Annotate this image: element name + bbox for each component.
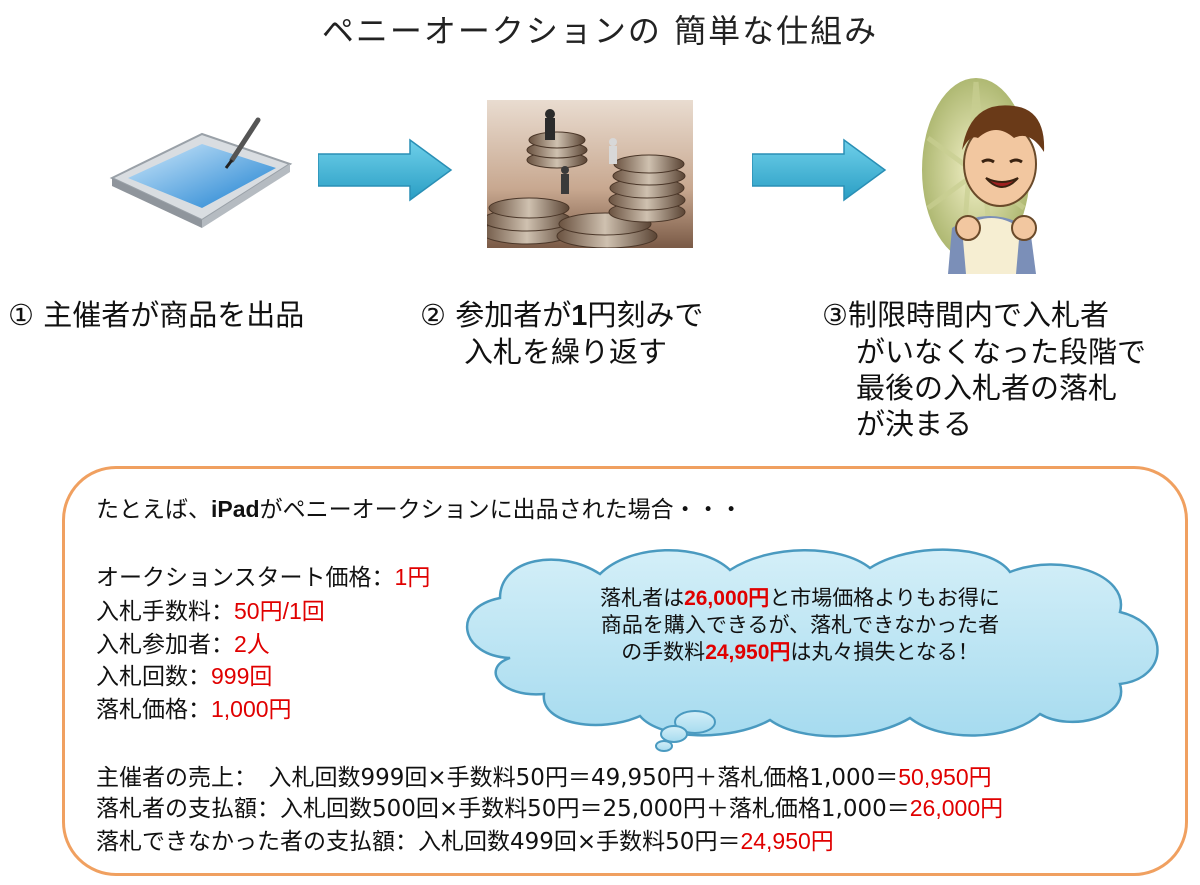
result-organizer-sales: 主催者の売上： 入札回数999回×手数料50円＝49,950円＋落札価格1,00…: [96, 763, 992, 792]
param-value: 999回: [211, 663, 273, 689]
arrow-right-icon-1: [318, 138, 453, 202]
cloud-loser-amount: 24,950円: [705, 641, 791, 664]
coins-photo: [487, 100, 693, 248]
step-3-line2: がいなくなった段階で: [856, 335, 1147, 369]
param-value: 2人: [234, 631, 270, 657]
result-loser-payment: 落札できなかった者の支払額：入札回数499回×手数料50円＝24,950円: [96, 827, 834, 856]
page-title: ペニーオークションの 簡単な仕組み: [321, 12, 879, 50]
step-2-text-b: 円刻みで: [587, 298, 704, 332]
step-1-caption: ① 主催者が商品を出品: [8, 297, 304, 334]
example-intro-a: たとえば、: [96, 497, 211, 523]
thought-cloud-shape: [465, 548, 1159, 752]
cloud-line-3: の手数料24,950円は丸々損失となる！: [520, 639, 1080, 666]
thought-cloud-text: 落札者は26,000円と市場価格よりもお得に 商品を購入できるが、落札できなかっ…: [520, 585, 1080, 666]
step-3-line4: が決まる: [856, 407, 973, 441]
step-2-text-a: 参加者が: [455, 298, 572, 332]
result-value: 50,950円: [898, 764, 992, 790]
result-winner-payment: 落札者の支払額：入札回数500回×手数料50円＝25,000円＋落札価格1,00…: [96, 794, 1003, 823]
step-1-number: ①: [8, 300, 34, 332]
cloud-line-2: 商品を購入できるが、落札できなかった者: [600, 613, 1000, 637]
param-label: 入札参加者：: [96, 632, 234, 658]
param-value: 1円: [394, 564, 431, 590]
tablet-illustration: [109, 117, 293, 228]
result-label: 主催者の売上： 入札回数999回×手数料50円＝49,950円＋落札価格1,00…: [96, 765, 899, 791]
cloud-line-1-b: と市場価格よりもお得に: [769, 586, 1000, 610]
param-label: 落札価格：: [96, 697, 211, 723]
cloud-line-3-a: の手数料: [621, 640, 706, 664]
example-intro-ipad: iPad: [211, 496, 260, 522]
example-intro: たとえば、iPadがペニーオークションに出品された場合・・・: [96, 495, 743, 524]
step-2-number: ②: [420, 300, 446, 332]
step-2-text-line2: 入札を繰り返す: [464, 335, 668, 369]
cloud-line-3-b: は丸々損失となる！: [790, 640, 979, 664]
result-value: 24,950円: [740, 828, 834, 854]
winner-man-illustration: [922, 78, 1045, 274]
arrow-right-icon-2: [752, 138, 887, 202]
param-start-price: オークションスタート価格：1円: [96, 563, 430, 592]
step-3-line1: 制限時間内で入札者: [848, 298, 1110, 332]
result-label: 落札できなかった者の支払額：入札回数499回×手数料50円＝: [96, 829, 741, 855]
param-bid-count: 入札回数：999回: [96, 662, 272, 691]
step-3-line3: 最後の入札者の落札: [856, 371, 1118, 405]
param-value: 1,000円: [211, 696, 292, 722]
step-1-text: 主催者が商品を出品: [43, 298, 305, 332]
result-value: 26,000円: [909, 795, 1004, 821]
param-value: 50円/1回: [234, 598, 325, 624]
cloud-line-1: 落札者は26,000円と市場価格よりもお得に: [520, 585, 1080, 612]
result-label: 落札者の支払額：入札回数500回×手数料50円＝25,000円＋落札価格1,00…: [96, 796, 910, 822]
step-3-number: ③: [822, 300, 848, 332]
cloud-winner-amount: 26,000円: [684, 587, 770, 610]
param-label: オークションスタート価格：: [96, 565, 395, 591]
step-3-caption: ③制限時間内で入札者 がいなくなった段階で 最後の入札者の落札 が決まる: [822, 297, 1146, 442]
param-bid-fee: 入札手数料：50円/1回: [96, 597, 325, 626]
step-2-text-num: 1: [571, 300, 588, 332]
example-intro-b: がペニーオークションに出品された場合・・・: [259, 497, 743, 523]
cloud-line-1-a: 落札者は: [600, 586, 685, 610]
param-label: 入札手数料：: [96, 599, 234, 625]
param-label: 入札回数：: [96, 664, 211, 690]
param-winning-price: 落札価格：1,000円: [96, 695, 292, 724]
step-2-caption: ② 参加者が1円刻みで 入札を繰り返す: [420, 297, 703, 370]
param-participants: 入札参加者：2人: [96, 630, 270, 659]
